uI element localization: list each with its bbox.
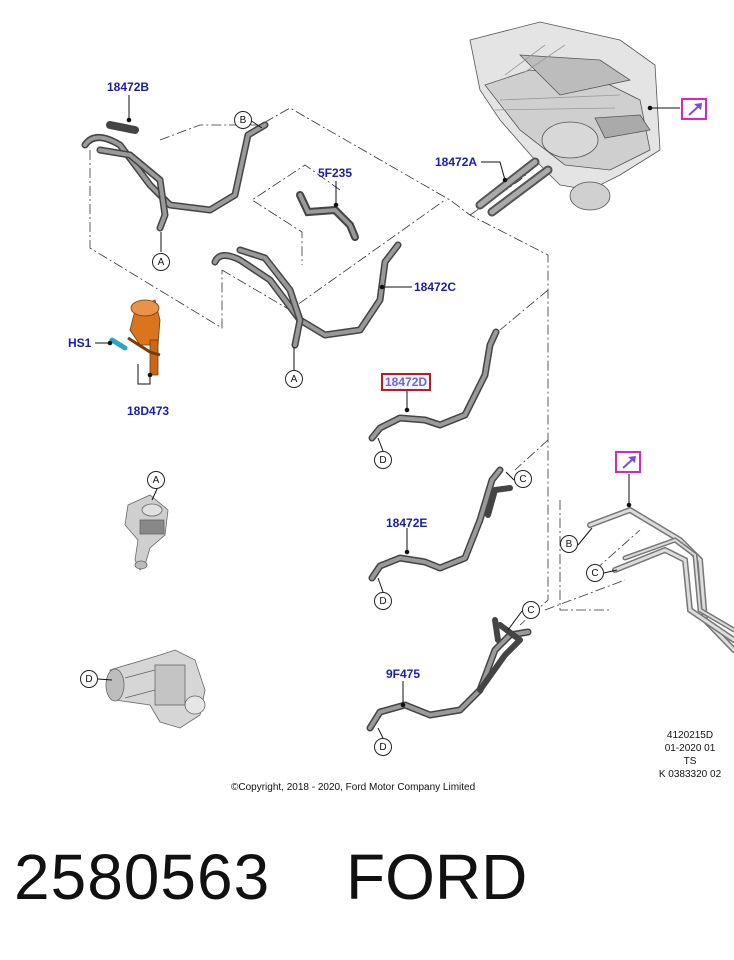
reference-code-line: 01-2020 01 — [664, 743, 716, 754]
reference-code-line: TS — [683, 756, 697, 767]
callout-C: C — [522, 601, 540, 619]
callout-D: D — [80, 670, 98, 688]
detail-A-fitting — [124, 494, 169, 571]
part-18472B-drawing — [81, 121, 269, 232]
label-18472D-highlighted[interactable]: 18472D — [381, 373, 432, 391]
callout-B: B — [234, 111, 252, 129]
part-18472C-drawing — [211, 241, 402, 349]
reference-code-line: K 0383320 02 — [658, 769, 722, 780]
label-18472E[interactable]: 18472E — [386, 516, 428, 530]
callout-B: B — [560, 535, 578, 553]
lines-B-C-drawing — [587, 506, 734, 653]
label-18472B[interactable]: 18472B — [107, 80, 150, 94]
parts-diagram: 18472B 5F235 18472A 18472C HS1 18D473 18… — [68, 21, 734, 793]
external-link-icon — [622, 456, 636, 469]
part-HS1-drawing — [109, 337, 128, 351]
part-18472A-drawing — [475, 157, 553, 217]
label-18472C[interactable]: 18472C — [414, 280, 457, 294]
callout-C: C — [514, 470, 532, 488]
part-18472E-drawing — [368, 466, 513, 582]
reference-code: 4120215D 01-2020 01 TS K 0383320 02 — [645, 729, 734, 781]
external-link-button[interactable] — [615, 451, 641, 473]
part-18472D-drawing — [368, 328, 500, 442]
part-number: 2580563 — [14, 841, 271, 913]
external-link-icon — [688, 103, 702, 116]
label-HS1[interactable]: HS1 — [68, 336, 92, 350]
diagram-artwork — [81, 21, 734, 739]
callout-D: D — [374, 451, 392, 469]
label-5F235[interactable]: 5F235 — [318, 166, 353, 180]
label-9F475[interactable]: 9F475 — [386, 667, 421, 681]
part-9F475-drawing — [366, 617, 532, 732]
boundary-lines — [89, 107, 641, 626]
label-18472A[interactable]: 18472A — [435, 155, 478, 169]
part-5F235-drawing — [296, 191, 359, 241]
leader-lines — [95, 95, 680, 739]
label-18D473[interactable]: 18D473 — [127, 404, 170, 418]
brand-name: FORD — [346, 841, 528, 913]
reference-code-line: 4120215D — [666, 730, 714, 741]
callout-A: A — [285, 370, 303, 388]
part-18D473-drawing — [127, 299, 161, 376]
callout-D: D — [374, 738, 392, 756]
copyright-notice: ©Copyright, 2018 - 2020, Ford Motor Comp… — [231, 782, 476, 793]
hvac-module — [469, 21, 661, 211]
callout-C: C — [586, 564, 604, 582]
callout-D: D — [374, 592, 392, 610]
external-link-button[interactable] — [681, 98, 707, 120]
detail-D-component — [105, 649, 206, 729]
callout-A: A — [152, 253, 170, 271]
callout-A: A — [147, 471, 165, 489]
